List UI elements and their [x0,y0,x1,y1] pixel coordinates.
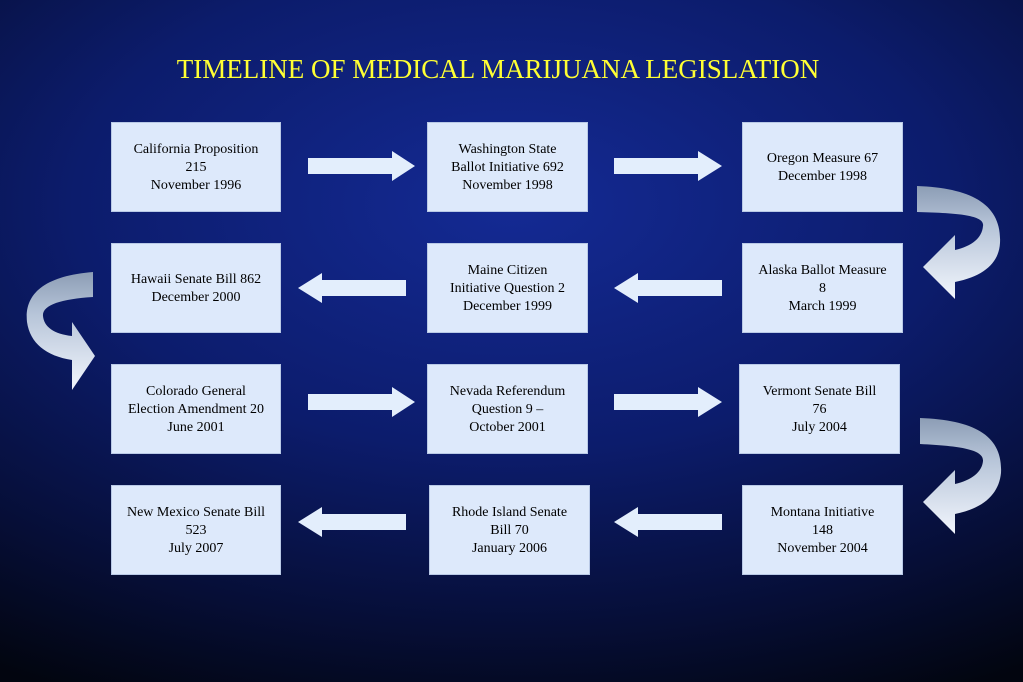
curved-arrow-down-icon [920,418,1002,534]
event-california: California Proposition 215 November 1996 [111,122,281,212]
event-colorado: Colorado General Election Amendment 20 J… [111,364,281,454]
event-line: January 2006 [471,541,548,556]
curved-arrow-down-icon [26,272,95,390]
arrow-left-icon [298,273,406,303]
event-line: Rhode Island Senate [451,505,568,520]
event-line: 76 [812,402,827,417]
event-line: November 1996 [150,178,242,193]
event-line: California Proposition [133,142,259,157]
arrow-right-icon [308,151,415,181]
arrow-right-icon [308,387,415,417]
event-line: December 2000 [151,290,241,305]
event-line: Ballot Initiative 692 [451,160,564,175]
arrow-right-icon [614,387,722,417]
arrow-left-icon [614,273,722,303]
event-line: Vermont Senate Bill [762,384,877,399]
event-nevada: Nevada Referendum Question 9 – October 2… [427,364,588,454]
event-hawaii: Hawaii Senate Bill 862 December 2000 [111,243,281,333]
event-line: Maine Citizen [467,263,548,278]
event-line: Colorado General [146,384,246,399]
arrow-right-icon [614,151,722,181]
event-line: November 1998 [462,178,553,193]
event-line: Question 9 – [471,402,544,417]
event-montana: Montana Initiative 148 November 2004 [742,485,903,575]
event-line: October 2001 [469,420,546,435]
event-line: Election Amendment 20 [127,402,265,417]
event-rhode-island: Rhode Island Senate Bill 70 January 2006 [429,485,590,575]
event-alaska: Alaska Ballot Measure 8 March 1999 [742,243,903,333]
event-line: Bill 70 [490,523,529,538]
event-line: Hawaii Senate Bill 862 [130,272,262,287]
slide-title: TIMELINE OF MEDICAL MARIJUANA LEGISLATIO… [176,54,820,84]
event-line: December 1998 [777,169,868,184]
event-maine: Maine Citizen Initiative Question 2 Dece… [427,243,588,333]
event-line: 215 [185,160,207,175]
event-line: November 2004 [777,541,868,556]
arrow-left-icon [298,507,406,537]
event-line: March 1999 [788,299,857,314]
event-oregon: Oregon Measure 67 December 1998 [742,122,903,212]
event-line: Initiative Question 2 [449,281,566,296]
event-washington: Washington State Ballot Initiative 692 N… [427,122,588,212]
event-line: Montana Initiative [770,505,875,520]
event-line: Nevada Referendum [449,384,566,399]
event-line: Washington State [458,142,557,157]
event-line: Oregon Measure 67 [766,151,879,166]
curved-arrow-down-icon [917,186,1001,299]
event-line: 523 [185,523,207,538]
event-line: July 2004 [792,420,847,435]
event-vermont: Vermont Senate Bill 76 July 2004 [739,364,900,454]
event-line: July 2007 [168,541,224,556]
event-line: New Mexico Senate Bill [126,505,266,520]
event-line: 148 [812,523,833,538]
arrow-left-icon [614,507,722,537]
event-line: 8 [819,281,826,296]
event-line: Alaska Ballot Measure [758,263,887,278]
event-line: December 1999 [462,299,553,314]
event-line: June 2001 [167,420,225,435]
event-new-mexico: New Mexico Senate Bill 523 July 2007 [111,485,281,575]
